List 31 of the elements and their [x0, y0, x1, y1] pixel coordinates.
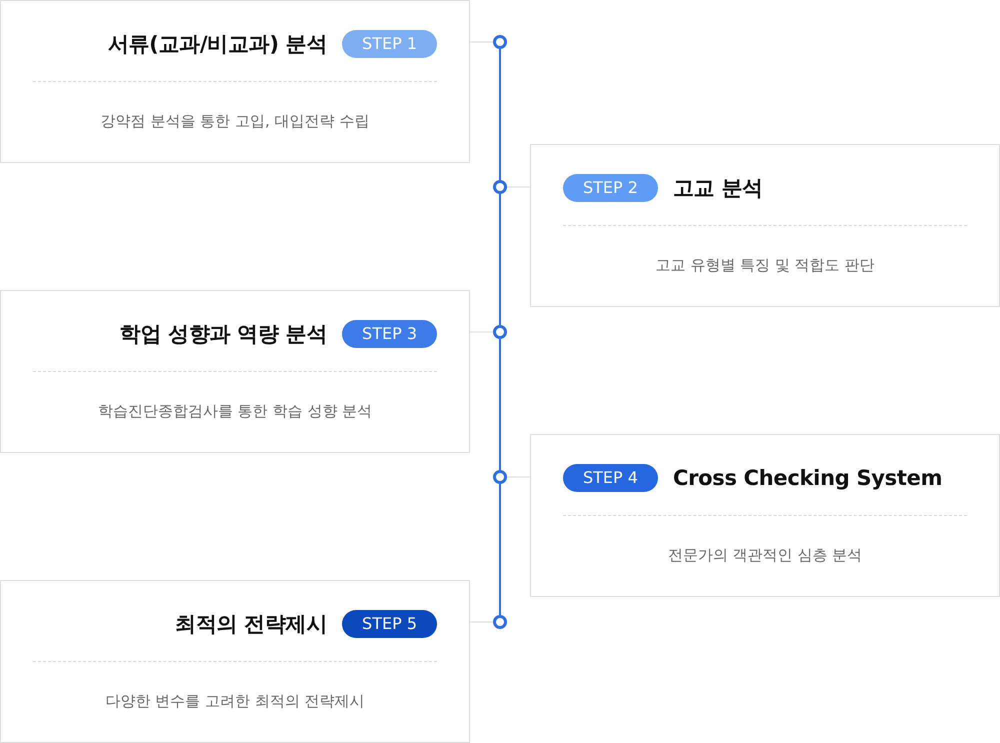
timeline-line [499, 484, 501, 615]
timeline-dot [493, 180, 507, 194]
step-badge: STEP 3 [342, 320, 437, 348]
card-description: 전문가의 객관적인 심층 분석 [668, 546, 862, 564]
timeline-line [499, 194, 501, 325]
step-card [0, 580, 470, 743]
step-card [0, 290, 470, 453]
timeline-dot [493, 470, 507, 484]
timeline-dot [493, 615, 507, 629]
connector-line [506, 186, 530, 188]
step-card [530, 434, 1000, 597]
card-description: 강약점 분석을 통한 고입, 대입전략 수립 [100, 112, 370, 130]
step-badge: STEP 1 [342, 30, 437, 58]
timeline-line [499, 49, 501, 180]
connector-line [506, 476, 530, 478]
card-description: 다양한 변수를 고려한 최적의 전략제시 [105, 692, 365, 710]
timeline-dot [493, 325, 507, 339]
card-description: 학습진단종합검사를 통한 학습 성향 분석 [98, 402, 372, 420]
step-badge: STEP 4 [563, 464, 658, 492]
card-title: 고교 분석 [672, 175, 763, 202]
timeline-line [499, 339, 501, 470]
step-badge: STEP 5 [342, 610, 437, 638]
card-description: 고교 유형별 특징 및 적합도 판단 [656, 256, 874, 274]
card-title: 서류(교과/비교과) 분석 [108, 31, 328, 58]
step-card [0, 0, 470, 163]
timeline-dot [493, 35, 507, 49]
card-title: 최적의 전략제시 [175, 611, 328, 638]
step-badge: STEP 2 [563, 174, 658, 202]
step-card [530, 144, 1000, 307]
card-title: 학업 성향과 역량 분석 [120, 321, 328, 348]
card-title: Cross Checking System [672, 466, 942, 490]
